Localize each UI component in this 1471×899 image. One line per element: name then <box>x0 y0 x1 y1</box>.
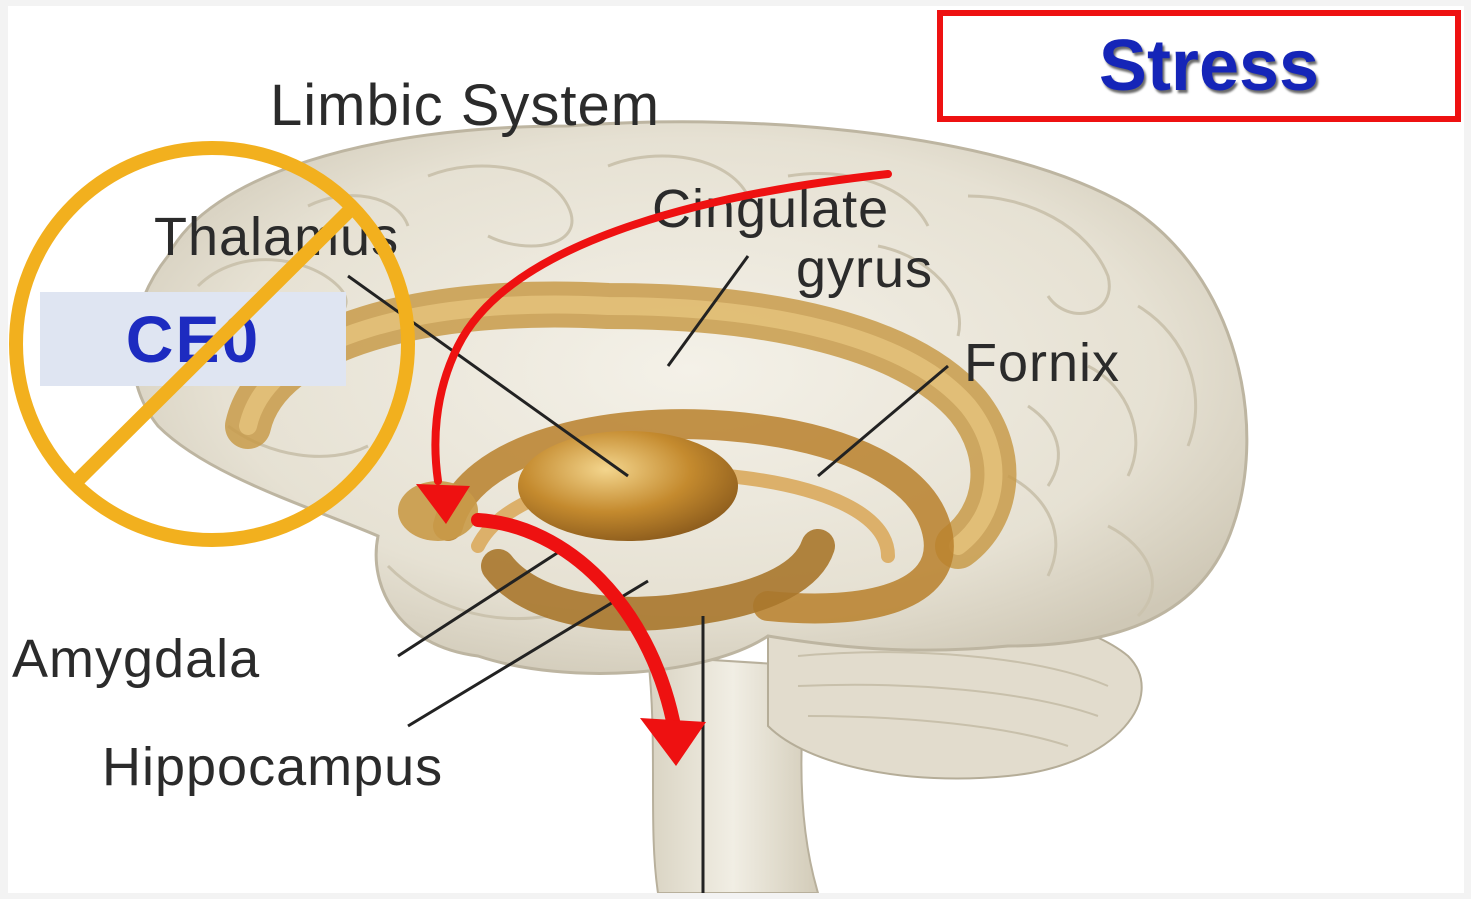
ceo-label-box: CE0 <box>40 292 346 386</box>
stress-text: Stress <box>1099 25 1319 107</box>
thalamus-structure <box>518 431 738 541</box>
label-hippocampus: Hippocampus <box>102 736 443 798</box>
ceo-text: CE0 <box>126 301 260 377</box>
slide: Limbic System Thalamus Cingulate gyrus F… <box>8 6 1464 893</box>
amygdala-structure <box>398 481 478 541</box>
label-amygdala: Amygdala <box>12 628 260 690</box>
label-cingulate-line1: Cingulate <box>652 178 889 240</box>
label-thalamus: Thalamus <box>154 206 399 268</box>
stress-badge: Stress <box>937 10 1461 122</box>
label-cingulate-line2: gyrus <box>796 238 933 300</box>
diagram-title: Limbic System <box>270 72 660 139</box>
label-fornix: Fornix <box>964 332 1120 394</box>
